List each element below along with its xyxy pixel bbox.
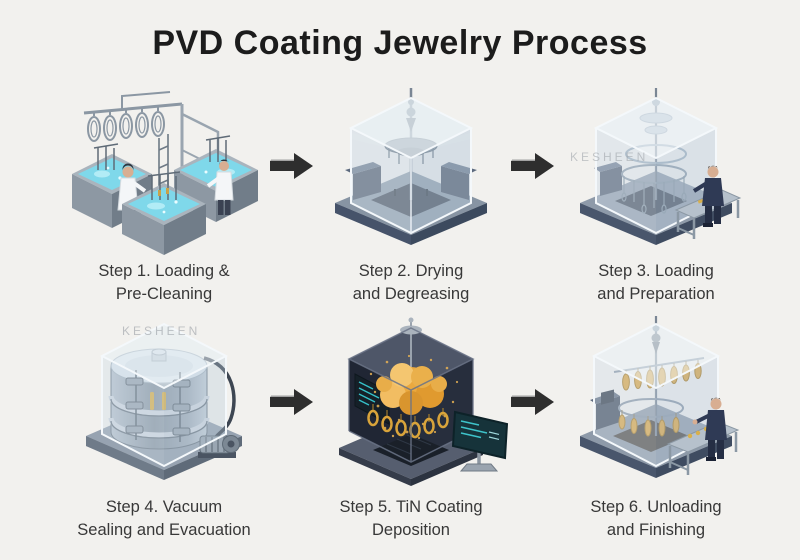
drying-chamber-icon [335,88,487,245]
operator-figure [692,397,727,461]
cleaning-tank-front [122,171,206,255]
step-caption: Step 6. Unloading and Finishing [550,496,762,542]
coating-deposition-icon [339,317,509,486]
step-3-panel: KESHEEN Step 3. Loading and Preparation [550,88,762,306]
glass-cube [591,322,721,468]
unloading-chamber-icon [580,316,740,478]
arrow-right-icon [270,152,314,180]
step-caption: Step 5. TiN Coating Deposition [305,496,517,542]
arrow-right-icon [511,388,555,416]
step-4-panel: KESHEEN Step 4. Vacuum Sealing and Evacu… [58,316,270,542]
step-4-illustration: KESHEEN [58,316,270,492]
step-3-caption-line-1: Step 3. Loading [598,262,714,280]
step-5-illustration [305,316,517,492]
glass-cube [348,96,474,235]
step-5-caption-line-1: Step 5. TiN Coating [339,498,483,516]
step-1-panel: Step 1. Loading & Pre-Cleaning [58,88,270,306]
step-6-illustration [550,316,762,492]
step-caption: Step 2. Drying and Degreasing [305,260,517,306]
step-1-caption-line-1: Step 1. Loading & [98,262,230,280]
lower-gold-carousel [618,398,684,437]
monitor-on-stand [451,410,509,472]
step-6-panel: Step 6. Unloading and Finishing [550,316,762,542]
step-6-caption-line-1: Step 6. Unloading [590,498,722,516]
step-2-illustration [305,88,517,256]
step-4-caption-line-2: Sealing and Evacuation [77,520,251,539]
coated-rings-row [367,404,449,439]
cleaning-tanks-icon [72,91,258,255]
step-caption: Step 1. Loading & Pre-Cleaning [58,260,270,306]
step-2-caption-line-1: Step 2. Drying [358,262,464,280]
gold-plasma-cloud [376,363,447,415]
step-3-illustration: KESHEEN [550,88,762,256]
worker-right [206,159,234,215]
glass-cube [99,322,229,468]
vacuum-pump-and-hose [198,356,240,458]
step-caption: Step 3. Loading and Preparation [550,260,762,306]
step-4-caption-line-1: Step 4. Vacuum [105,498,223,516]
step-caption: Step 4. Vacuum Sealing and Evacuation [58,496,270,542]
page-title: PVD Coating Jewelry Process [152,24,648,62]
step-3-caption-line-2: and Preparation [597,284,715,303]
vacuum-chamber-icon [86,322,242,480]
loading-chamber-icon [580,88,742,245]
step-5-panel: Step 5. TiN Coating Deposition [305,316,517,542]
step-1-illustration [58,88,270,256]
step-2-panel: Step 2. Drying and Degreasing [305,88,517,306]
step-1-caption-line-2: Pre-Cleaning [115,284,213,303]
arrow-right-icon [511,152,555,180]
operator-figure [692,165,724,227]
arrow-right-icon [270,388,314,416]
step-5-caption-line-2: Deposition [372,520,450,539]
overhead-rail-chain-loops [83,91,183,142]
step-2-caption-line-2: and Degreasing [352,284,470,303]
step-6-caption-line-2: and Finishing [606,520,706,539]
